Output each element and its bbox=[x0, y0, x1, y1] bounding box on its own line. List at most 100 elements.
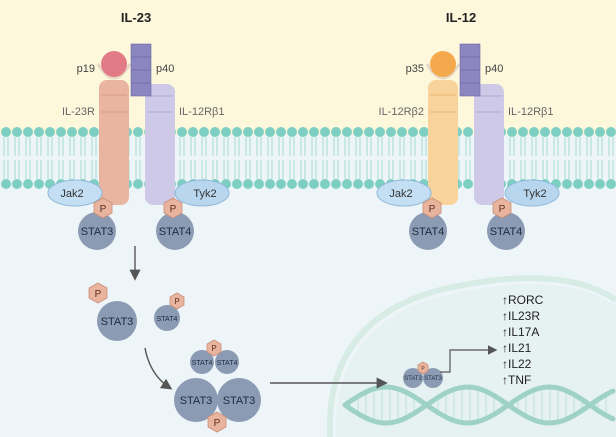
il12rb1-label-left: IL-12Rβ1 bbox=[179, 106, 224, 118]
dna-strand bbox=[342, 384, 616, 426]
lipid-head bbox=[1, 127, 11, 137]
lipid-head bbox=[320, 179, 330, 189]
jak2-label-left: Jak2 bbox=[60, 188, 83, 200]
phospho-il23-stat4-label: P bbox=[170, 204, 177, 215]
dimer-stat3-a-label: STAT3 bbox=[180, 395, 213, 407]
lipid-head bbox=[298, 179, 308, 189]
p40-label-left: p40 bbox=[156, 63, 174, 75]
il12-complex: IL-12 p35 p40 IL-12Rβ2 IL-12Rβ1 Jak2 Tyk… bbox=[376, 10, 560, 250]
dimer-stat3-a bbox=[174, 378, 218, 422]
lipid-head bbox=[34, 179, 44, 189]
lipid-head bbox=[221, 127, 231, 137]
lipid-head bbox=[584, 127, 594, 137]
lipid-head bbox=[397, 127, 407, 137]
stat3-receptor-bound bbox=[78, 212, 116, 250]
lipid-head bbox=[23, 179, 33, 189]
dimer-stat4-a-label: STAT4 bbox=[192, 360, 213, 367]
lipid-head bbox=[287, 127, 297, 137]
dimer-stat4-a bbox=[190, 350, 214, 374]
stat4-receptor-bound-a bbox=[409, 212, 447, 250]
il23-complex: IL-23 p19 p40 IL-23R IL-12Rβ1 Jak2 Tyk2 … bbox=[47, 10, 230, 250]
lipid-head bbox=[551, 127, 561, 137]
lipid-head bbox=[562, 179, 572, 189]
dna-bound-stat3-b bbox=[423, 368, 443, 388]
stat4-receptor-bound-b bbox=[487, 212, 525, 250]
phospho-dimer-stat3-label: P bbox=[214, 418, 221, 429]
phospho-il23-stat4 bbox=[163, 197, 183, 219]
arrow-transcription bbox=[440, 345, 498, 373]
il23r-receptor bbox=[99, 80, 129, 205]
phospho-il23-stat3-label: P bbox=[100, 204, 107, 215]
gene-tnf: ↑TNF bbox=[502, 373, 531, 387]
lipid-head bbox=[89, 127, 99, 137]
phospho-free-stat3 bbox=[88, 282, 108, 304]
tyk2-label-right: Tyk2 bbox=[523, 188, 546, 200]
phospho-il12-stat4-a bbox=[422, 197, 442, 219]
lipid-head bbox=[12, 127, 22, 137]
lipid-head bbox=[309, 179, 319, 189]
stat4-receptor-bound-left bbox=[156, 212, 194, 250]
lipid-head bbox=[595, 179, 605, 189]
il23r-label: IL-23R bbox=[62, 106, 95, 118]
lipid-head bbox=[67, 127, 77, 137]
p35-subunit bbox=[430, 51, 456, 77]
gene-rorc: ↑RORC bbox=[502, 293, 544, 307]
jak2-kinase-right bbox=[376, 179, 432, 207]
target-gene-list: ↑RORC ↑IL23R ↑IL17A ↑IL21 ↑IL22 ↑TNF bbox=[502, 293, 544, 387]
dna-bound-stat3-b-label: STAT3 bbox=[424, 376, 442, 382]
lipid-head bbox=[56, 127, 66, 137]
phospho-dimer-stat4-label: P bbox=[211, 344, 216, 353]
lipid-head bbox=[254, 179, 264, 189]
phospho-free-stat4 bbox=[169, 292, 185, 310]
phospho-il12-stat4-a-label: P bbox=[429, 204, 436, 215]
lipid-head bbox=[584, 179, 594, 189]
lipid-head bbox=[1, 179, 11, 189]
lipid-head bbox=[353, 127, 363, 137]
phospho-dna-stat3 bbox=[417, 361, 429, 375]
phospho-dna-stat3-label: P bbox=[421, 366, 425, 372]
lipid-head bbox=[34, 127, 44, 137]
stat-pathway: STAT3 P STAT4 P STAT4 STAT4 P STAT3 STAT… bbox=[88, 246, 498, 433]
lipid-head bbox=[254, 127, 264, 137]
lipid-head bbox=[276, 127, 286, 137]
phospho-dimer-stat4 bbox=[206, 339, 222, 357]
phospho-il12-stat4-b-label: P bbox=[499, 204, 506, 215]
jak2-kinase-left bbox=[47, 179, 103, 207]
lipid-head bbox=[419, 127, 429, 137]
lipid-head bbox=[507, 127, 517, 137]
dimer-stat4-b-label: STAT4 bbox=[217, 360, 238, 367]
free-stat4-label: STAT4 bbox=[157, 316, 178, 323]
dna-strand bbox=[342, 384, 616, 426]
gene-il23r: ↑IL23R bbox=[502, 309, 540, 323]
dimer-stat3-b bbox=[217, 378, 261, 422]
il12rb1-receptor-left bbox=[145, 84, 175, 205]
lipid-head bbox=[595, 127, 605, 137]
stat4-receptor-bound-left-label: STAT4 bbox=[159, 226, 192, 238]
free-stat3-label: STAT3 bbox=[101, 316, 134, 328]
lipid-head bbox=[243, 179, 253, 189]
p35-label: p35 bbox=[406, 63, 424, 75]
lipid-head bbox=[276, 179, 286, 189]
lipid-head bbox=[320, 127, 330, 137]
lipid-head bbox=[232, 127, 242, 137]
il23-cytokine-label: IL-23 bbox=[121, 10, 151, 25]
lipid-head bbox=[573, 179, 583, 189]
lipid-head bbox=[331, 127, 341, 137]
free-stat3 bbox=[97, 301, 137, 341]
lipid-head bbox=[188, 127, 198, 137]
dna-bound-stat3-a bbox=[403, 368, 423, 388]
tyk2-label-left: Tyk2 bbox=[193, 188, 216, 200]
lipid-head bbox=[375, 127, 385, 137]
gene-il21: ↑IL21 bbox=[502, 341, 532, 355]
lipid-head bbox=[386, 127, 396, 137]
lipid-head bbox=[287, 179, 297, 189]
stat4-receptor-bound-b-label: STAT4 bbox=[490, 226, 523, 238]
arrow-dimerize bbox=[144, 347, 173, 390]
lipid-head bbox=[243, 127, 253, 137]
lipid-head bbox=[331, 179, 341, 189]
nuclear-envelope bbox=[326, 275, 616, 437]
lipid-head bbox=[364, 127, 374, 137]
free-stat4 bbox=[154, 305, 180, 331]
dna-helix bbox=[342, 384, 616, 426]
